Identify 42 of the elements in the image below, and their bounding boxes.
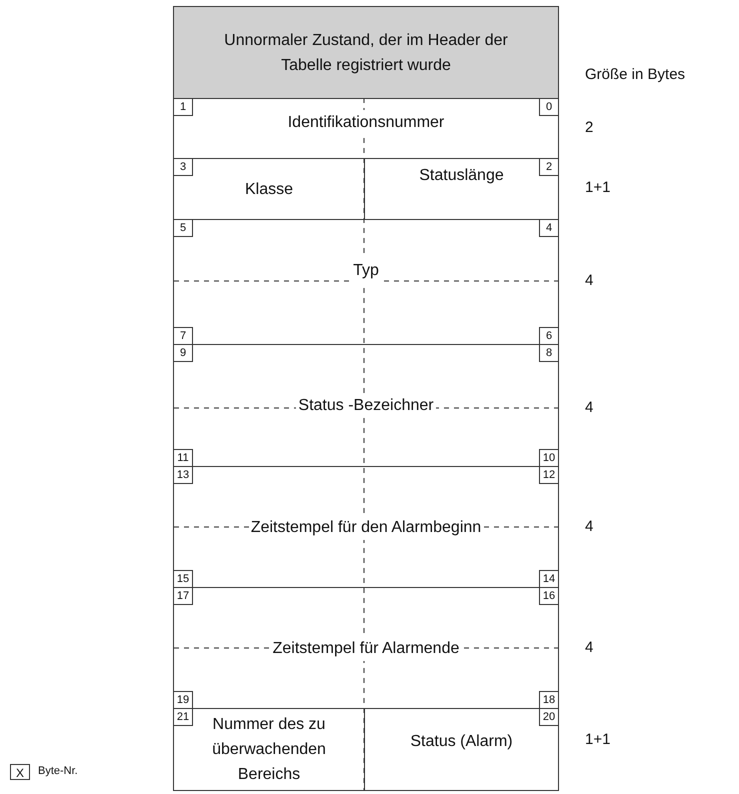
byte-number-box: 20: [539, 708, 559, 726]
field-box: [173, 219, 559, 345]
byte-number-box: 16: [539, 587, 559, 605]
byte-number-box: 21: [173, 708, 193, 726]
field-box: [173, 344, 559, 467]
field-box: [173, 98, 559, 159]
byte-number-box: 8: [539, 344, 559, 362]
byte-number-box: 9: [173, 344, 193, 362]
byte-number-box: 13: [173, 466, 193, 484]
field-label: Typ: [351, 258, 381, 282]
byte-number-box: 2: [539, 158, 559, 176]
size-label: 1+1: [585, 179, 610, 196]
byte-number-box: 18: [539, 691, 559, 709]
byte-number-box: 14: [539, 570, 559, 588]
byte-number-box: 17: [173, 587, 193, 605]
header-box: [173, 6, 559, 99]
byte-number-box: 6: [539, 327, 559, 345]
size-label: 4: [585, 639, 594, 656]
byte-number-box: 7: [173, 327, 193, 345]
byte-number-box: 1: [173, 98, 193, 116]
size-label: 4: [585, 399, 594, 416]
size-label: 2: [585, 119, 594, 136]
byte-number-box: 4: [539, 219, 559, 237]
byte-number-box: 19: [173, 691, 193, 709]
field-box: [173, 708, 365, 791]
size-label: 4: [585, 518, 594, 535]
field-box: [173, 587, 559, 709]
size-label: 1+1: [585, 731, 610, 748]
size-label: 4: [585, 272, 594, 289]
field-label: Zeitstempel für Alarmende: [270, 636, 462, 660]
byte-number-box: 11: [173, 449, 193, 467]
byte-number-box: 10: [539, 449, 559, 467]
legend-text: Byte-Nr.: [38, 765, 78, 777]
size-label: Größe in Bytes: [585, 66, 686, 83]
field-box: [364, 708, 559, 791]
byte-number-key: X: [10, 764, 30, 780]
byte-number-box: 0: [539, 98, 559, 116]
field-box: [173, 466, 559, 588]
byte-number-box: 15: [173, 570, 193, 588]
byte-number-box: 12: [539, 466, 559, 484]
byte-number-box: 5: [173, 219, 193, 237]
byte-number-box: 3: [173, 158, 193, 176]
